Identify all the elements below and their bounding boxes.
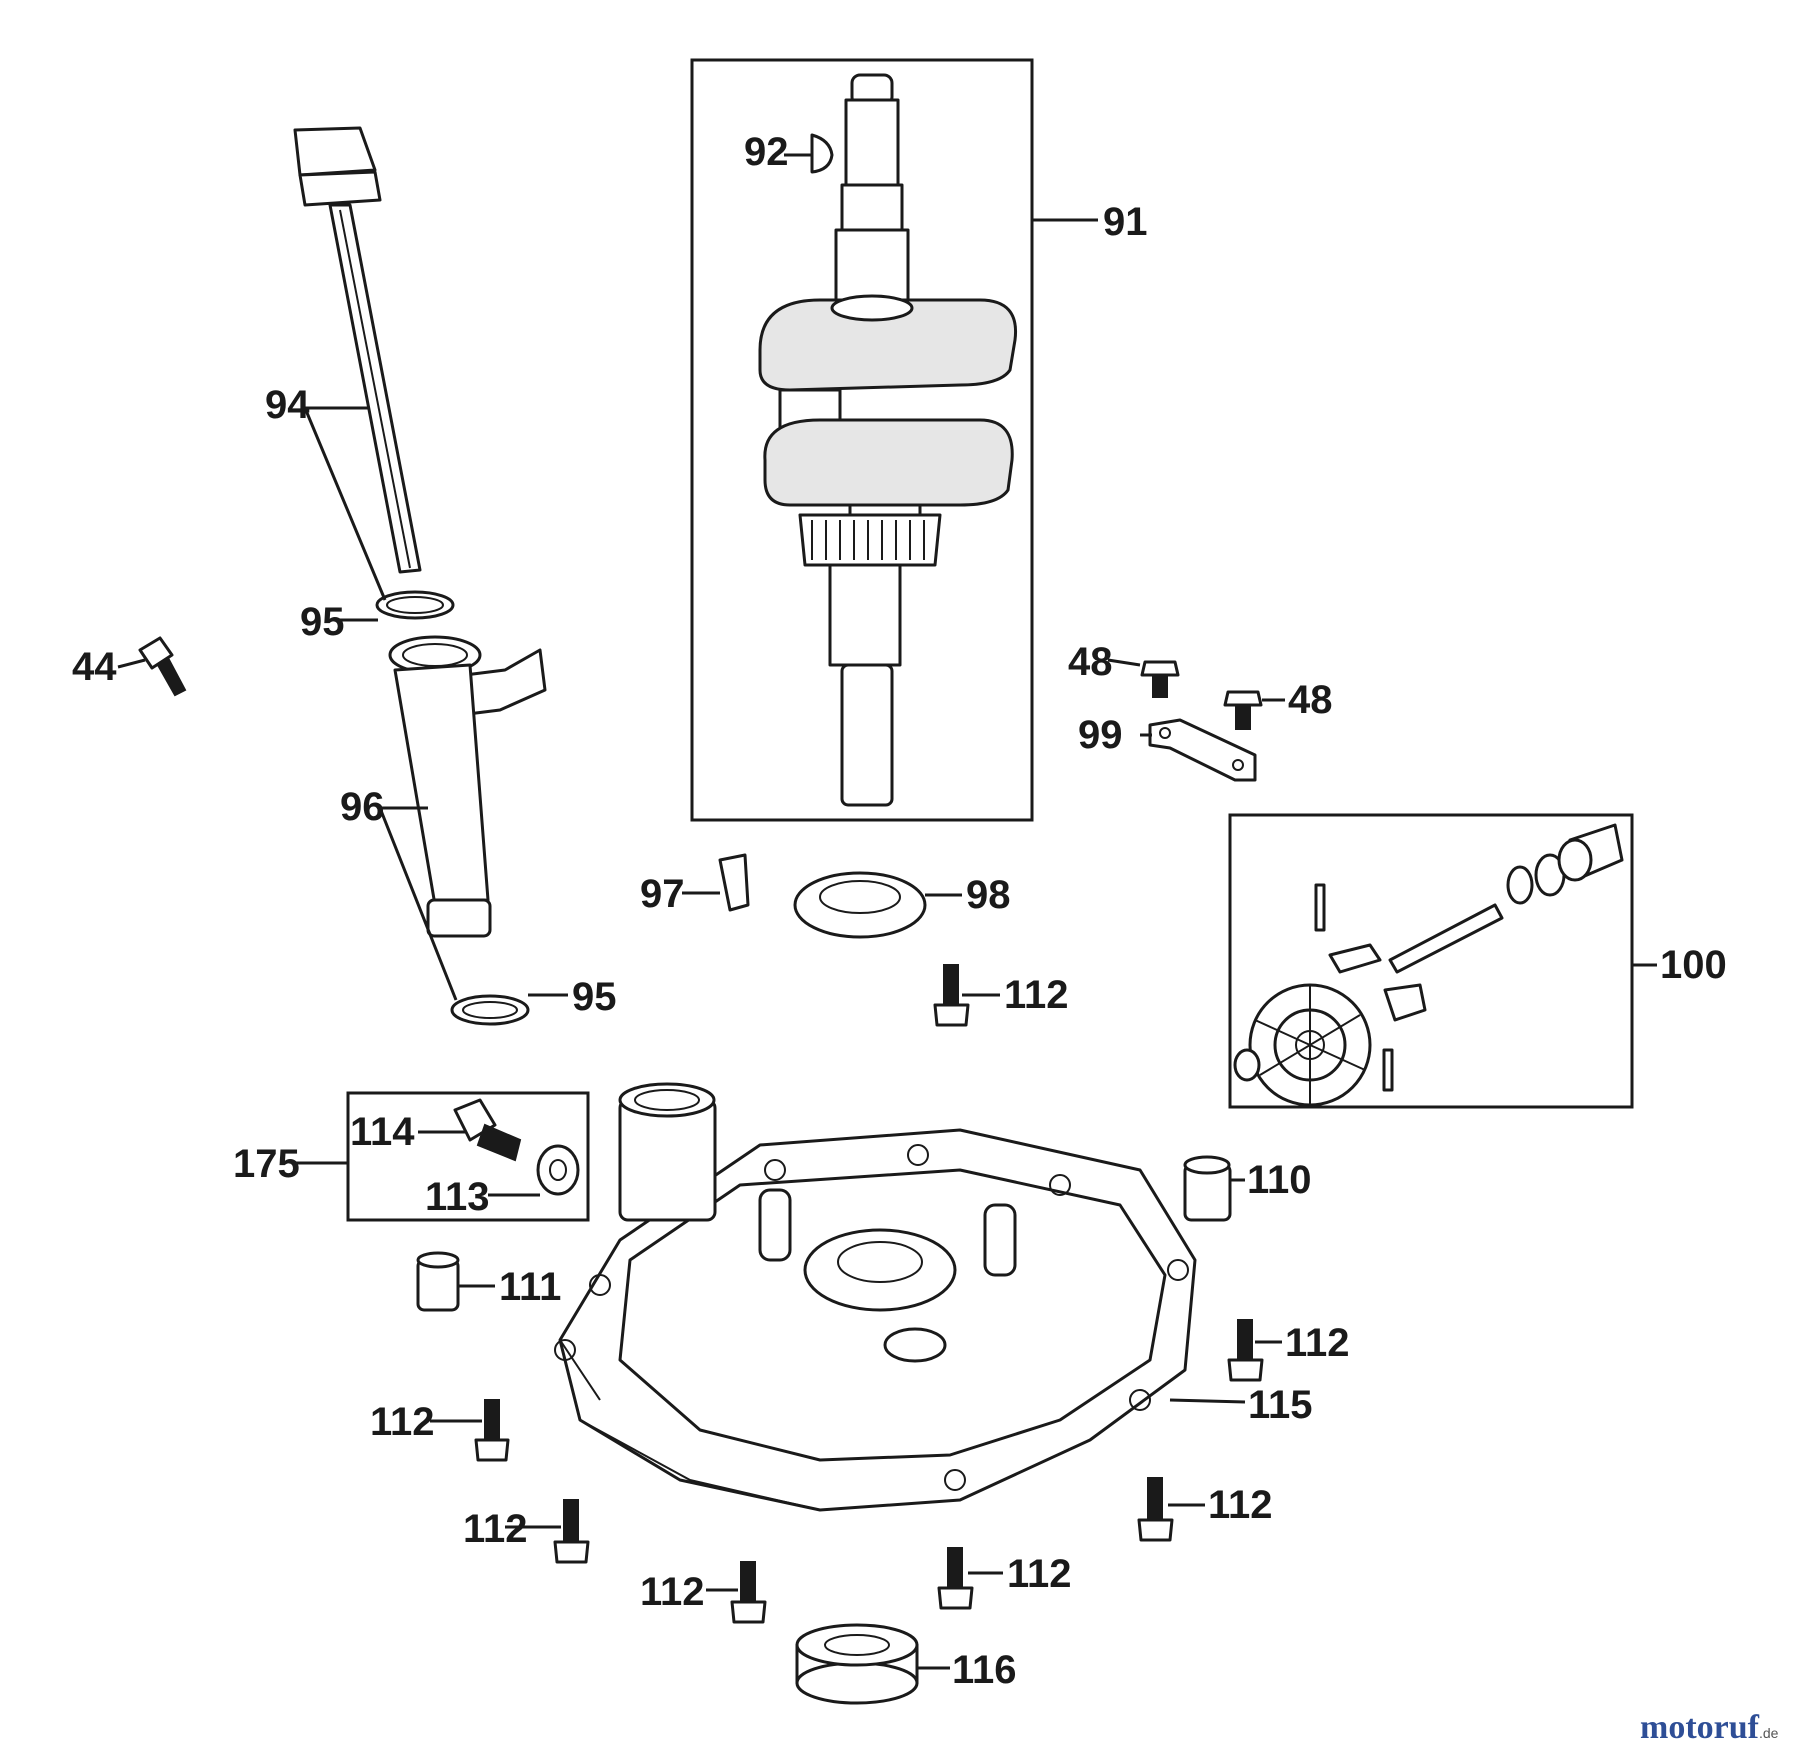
bolt-48a-part (1140, 660, 1180, 698)
callout-112-bottom-left: 112 (640, 1570, 705, 1614)
crankshaft-part (758, 73, 1018, 807)
bolt-48b-part (1223, 690, 1263, 730)
callout-114: 114 (350, 1110, 415, 1154)
bolt-112-right-part (1227, 1319, 1264, 1382)
screw-114-part (453, 1098, 522, 1162)
callout-115: 115 (1248, 1383, 1313, 1427)
watermark-tld: .de (1759, 1725, 1779, 1741)
bolt-112-lower-right-part (1137, 1477, 1174, 1542)
spacer-97-part (718, 853, 750, 912)
watermark-logo: motoruf.de (1640, 1709, 1779, 1746)
screw-set-group-box (346, 1091, 590, 1222)
washer-113-part (536, 1144, 580, 1196)
watermark-brand: motoruf (1640, 1709, 1760, 1746)
callout-112-middle: 112 (1004, 973, 1069, 1017)
callout-94: 94 (265, 383, 310, 427)
callout-95-top: 95 (300, 600, 345, 644)
callout-48-left: 48 (1068, 640, 1113, 684)
callout-175: 175 (233, 1142, 300, 1186)
o-ring-bottom-part (450, 994, 530, 1026)
callout-112-bottom-right: 112 (1007, 1552, 1072, 1596)
sleeve-111-part (416, 1251, 460, 1312)
sleeve-110-part (1183, 1155, 1232, 1222)
callout-97: 97 (640, 872, 685, 916)
dipstick-part (293, 126, 422, 574)
callout-91: 91 (1103, 200, 1148, 244)
callout-100: 100 (1660, 943, 1727, 987)
callout-99: 99 (1078, 713, 1123, 757)
callout-112-right: 112 (1285, 1321, 1350, 1365)
callout-112-left: 112 (370, 1400, 435, 1444)
callout-116: 116 (952, 1648, 1017, 1692)
callout-95-bottom: 95 (572, 975, 617, 1019)
callout-98: 98 (966, 873, 1011, 917)
crankcase-cover-part (554, 1082, 1197, 1512)
callout-92: 92 (744, 130, 789, 174)
callout-112-lower-left: 112 (463, 1507, 528, 1551)
governor-group-box (1228, 813, 1634, 1109)
callout-48-right: 48 (1288, 678, 1333, 722)
callout-113: 113 (425, 1175, 490, 1219)
seal-98-part (793, 871, 927, 939)
oil-seal-116-part (795, 1623, 919, 1705)
bolt-112-left-part (474, 1399, 510, 1462)
bolt-112-bottom-left-part (730, 1561, 767, 1624)
crankshaft-group-box (690, 58, 1034, 822)
woodruff-key-part (810, 133, 834, 174)
bolt-112-middle-part (933, 964, 970, 1027)
callout-44: 44 (72, 645, 117, 689)
callout-96: 96 (340, 785, 385, 829)
bolt-112-bottom-right-part (937, 1547, 974, 1610)
leader-lines (117, 153, 1657, 1670)
callout-110: 110 (1247, 1158, 1312, 1202)
bolt-112-lower-left-part (553, 1499, 590, 1564)
svg-text:motoruf.de: motoruf.de (1640, 1709, 1779, 1746)
dipstick-tube-part (388, 635, 547, 938)
governor-assembly-part (1233, 823, 1624, 1107)
callout-labels: 91 92 94 95 44 96 95 48 48 99 97 98 100 … (72, 130, 1727, 1692)
callout-112-lower-right: 112 (1208, 1483, 1273, 1527)
o-ring-top-part (375, 590, 455, 620)
callout-111: 111 (499, 1265, 561, 1309)
bolt-44-part (138, 636, 187, 697)
plate-99-part (1148, 718, 1257, 782)
